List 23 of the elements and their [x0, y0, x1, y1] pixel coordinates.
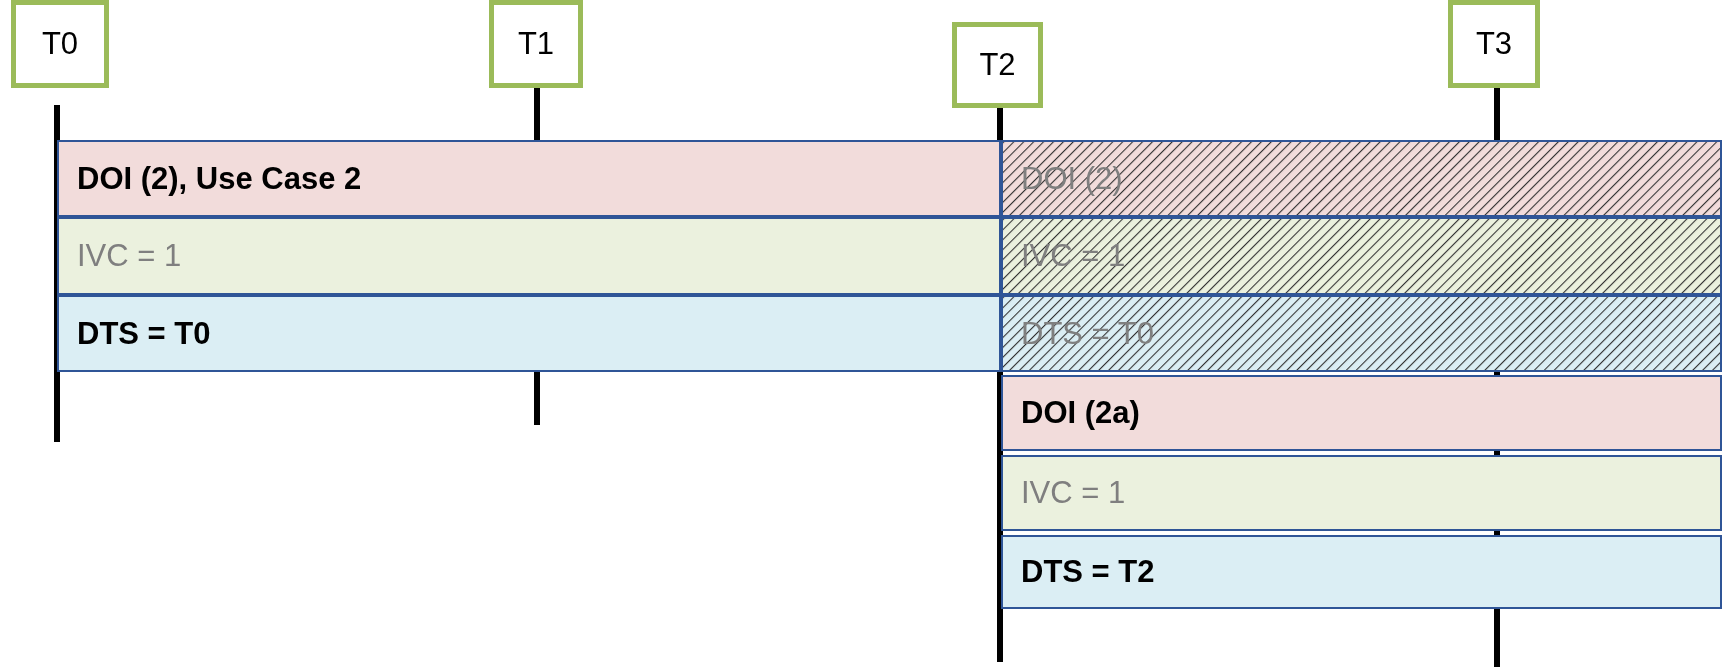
bar-label: IVC = 1 [77, 238, 182, 274]
hatched-bar [1001, 140, 1722, 217]
time-label: T2 [979, 47, 1016, 83]
time-marker-box [952, 22, 1043, 108]
timeline-bar [1001, 375, 1722, 451]
hatched-bar [1001, 295, 1722, 372]
timeline-bar [57, 217, 1001, 295]
time-label: T3 [1475, 26, 1513, 62]
timeline-bar [57, 295, 1001, 372]
timeline-bar [57, 140, 1001, 217]
time-marker-box [1448, 0, 1540, 88]
bar-label: DTS = T0 [77, 315, 211, 352]
time-label: T0 [41, 26, 79, 62]
bar-label: DOI (2), Use Case 2 [77, 160, 362, 197]
timeline-bar [1001, 535, 1722, 609]
timeline-bar [1001, 455, 1722, 531]
hatched-bar [1001, 217, 1722, 295]
bar-label: DOI (2a) [1021, 395, 1140, 431]
time-marker-box [489, 0, 583, 88]
bar-label: DTS = T2 [1021, 554, 1155, 590]
bar-label: IVC = 1 [1021, 475, 1126, 511]
time-marker-box [11, 0, 109, 88]
time-label: T1 [517, 26, 555, 62]
